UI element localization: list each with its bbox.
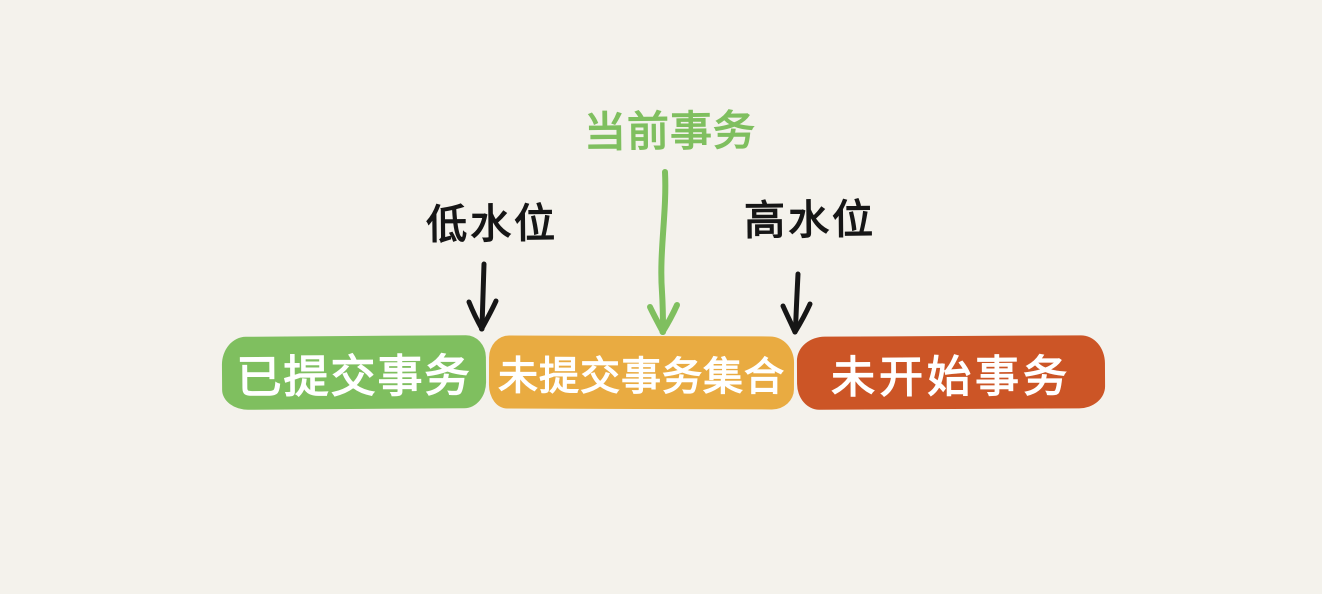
current-transaction-down-arrow-icon xyxy=(647,169,680,335)
current-transaction-label: 当前事务 xyxy=(583,105,757,157)
bar-committed-transactions-label: 已提交事务 xyxy=(236,349,472,404)
bar-uncommitted-transaction-set-label: 未提交事务集合 xyxy=(497,352,786,401)
bar-committed-transactions: 已提交事务 xyxy=(221,335,487,410)
bar-not-started-transactions-label: 未开始事务 xyxy=(830,350,1072,404)
low-watermark-label: 低水位 xyxy=(425,199,559,249)
bar-not-started-transactions: 未开始事务 xyxy=(796,335,1106,410)
high-watermark-label: 高水位 xyxy=(743,195,877,245)
bar-uncommitted-transaction-set: 未提交事务集合 xyxy=(488,335,795,410)
low-watermark-down-arrow-icon xyxy=(466,261,499,332)
high-watermark-down-arrow-icon xyxy=(780,271,813,335)
